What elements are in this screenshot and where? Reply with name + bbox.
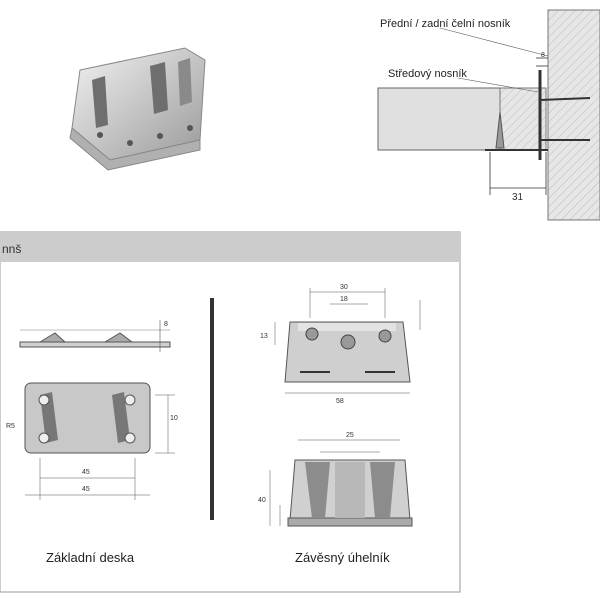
bracket-dim-top: 30 (340, 284, 348, 291)
bracket-dim-inner-top: 25 (346, 432, 354, 439)
install-dim-8: 8 (541, 52, 545, 59)
base-plate-top-view (24, 382, 175, 500)
base-side-dim-a: 8 (164, 321, 168, 328)
bracket-dim-top-inner: 18 (340, 296, 348, 303)
bracket-dim-width: 58 (336, 398, 344, 405)
bracket-dim-height: 40 (258, 497, 266, 504)
base-top-dim-b: 45 (82, 486, 90, 493)
base-top-dim-c: 10 (170, 415, 178, 422)
bracket-dim-left: 13 (260, 333, 268, 340)
caption-base-plate: Základní deska (46, 550, 135, 565)
base-top-dim-e: R5 (6, 423, 15, 430)
install-dim-31: 31 (512, 192, 524, 203)
drawing-panel (0, 231, 461, 593)
label-front-rear-beam: Přední / zadní čelní nosník (380, 18, 511, 30)
install-diagram (377, 9, 600, 221)
panel-divider (210, 298, 214, 520)
label-middle-beam: Středový nosník (388, 68, 467, 80)
bracket-3d (69, 47, 206, 171)
caption-hanging-bracket: Závěsný úhelník (295, 550, 390, 565)
panel-title: nnš (2, 242, 22, 256)
base-plate-side-view (19, 320, 171, 352)
hanging-bracket-bottom-view (269, 439, 413, 527)
base-top-dim-d: 45 (82, 469, 90, 476)
hanging-bracket-front-view (274, 288, 421, 394)
